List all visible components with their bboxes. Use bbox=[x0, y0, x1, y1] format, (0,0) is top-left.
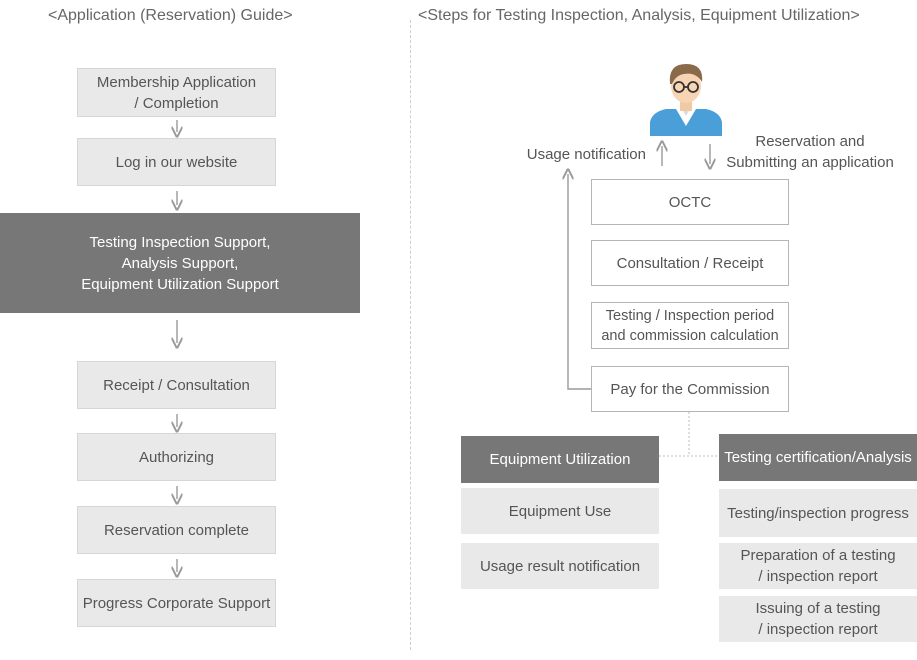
flow-period-calculation: Testing / Inspection period and commissi… bbox=[591, 302, 789, 349]
equipment-item-use: Equipment Use bbox=[461, 488, 659, 534]
reservation-label: Reservation and Submitting an applicatio… bbox=[726, 133, 894, 171]
step-reservation-complete: Reservation complete bbox=[77, 506, 276, 554]
step-authorizing: Authorizing bbox=[77, 433, 276, 481]
testing-header: Testing certification/Analysis bbox=[719, 434, 917, 481]
equipment-header: Equipment Utilization bbox=[461, 436, 659, 483]
column-divider bbox=[410, 20, 411, 650]
flow-consultation: Consultation / Receipt bbox=[591, 240, 789, 286]
right-title: <Steps for Testing Inspection, Analysis,… bbox=[418, 7, 860, 24]
loop-arrow bbox=[568, 174, 591, 390]
step-receipt: Receipt / Consultation bbox=[77, 361, 276, 409]
flow-pay-commission: Pay for the Commission bbox=[591, 366, 789, 412]
step-membership: Membership Application / Completion bbox=[77, 68, 276, 117]
testing-item-issuing: Issuing of a testing / inspection report bbox=[719, 596, 917, 642]
step-progress: Progress Corporate Support bbox=[77, 579, 276, 627]
step-login: Log in our website bbox=[77, 138, 276, 186]
left-title: <Application (Reservation) Guide> bbox=[48, 7, 293, 24]
user-avatar-icon bbox=[650, 64, 722, 136]
equipment-item-result: Usage result notification bbox=[461, 543, 659, 589]
usage-notification-label: Usage notification bbox=[526, 146, 646, 163]
flow-octc: OCTC bbox=[591, 179, 789, 225]
testing-item-progress: Testing/inspection progress bbox=[719, 489, 917, 537]
testing-item-preparation: Preparation of a testing / inspection re… bbox=[719, 543, 917, 589]
step-support: Testing Inspection Support, Analysis Sup… bbox=[0, 213, 360, 313]
